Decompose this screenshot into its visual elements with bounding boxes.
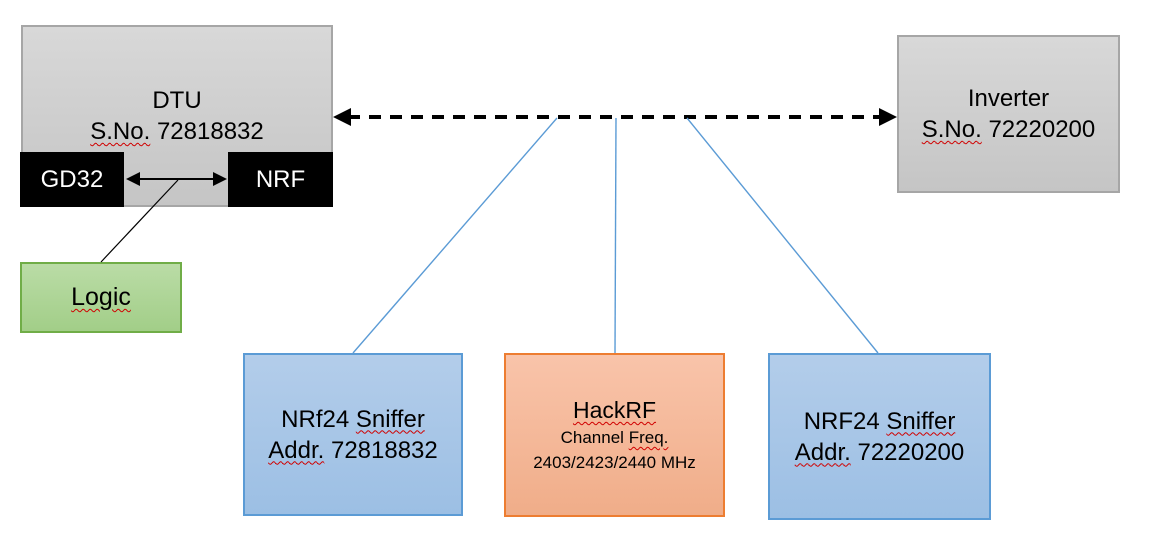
sniffer-right-connector xyxy=(686,117,879,354)
gd32-label: GD32 xyxy=(40,166,104,193)
hackrf-box: HackRF Channel Freq. 2403/2423/2440 MHz xyxy=(504,353,725,517)
nrf24-sniffer-right-box: NRF24 Sniffer Addr. 72220200 xyxy=(768,353,991,520)
sniffer-right-addr-number: 72220200 xyxy=(850,438,965,466)
hackrf-freq-word: Freq. xyxy=(628,428,669,447)
dtu-inverter-dashed-arrow xyxy=(333,108,897,126)
dtu-serial-label: S.No. xyxy=(90,118,151,145)
sniffer-right-name-prefix: NRF24 xyxy=(803,407,887,435)
nrf24-sniffer-left-box: NRf24 Sniffer Addr. 72818832 xyxy=(243,353,463,516)
sniffer-right-name: NRF24 Sniffer xyxy=(804,406,956,437)
sniffer-left-name: NRf24 Sniffer xyxy=(281,404,425,435)
hackrf-connector xyxy=(614,117,617,354)
sniffer-left-connector xyxy=(352,117,558,354)
sniffer-left-name-word: Sniffer xyxy=(355,405,425,433)
nrf-label: NRF xyxy=(255,166,306,193)
sniffer-right-addr: Addr. 72220200 xyxy=(795,437,965,468)
hackrf-freq-prefix: Channel xyxy=(560,428,629,447)
inverter-serial-number: 72220200 xyxy=(981,116,1096,143)
dtu-serial-number: 72818832 xyxy=(150,118,264,145)
dtu-title: DTU xyxy=(152,87,202,114)
hackrf-title: HackRF xyxy=(572,397,657,423)
inverter-serial: S.No. 72220200 xyxy=(922,114,1095,145)
sniffer-left-addr-number: 72818832 xyxy=(324,436,438,464)
hackrf-channel-freq: Channel Freq. xyxy=(561,425,669,450)
logic-box: Logic xyxy=(20,262,182,333)
dtu-serial: S.No. 72818832 xyxy=(90,116,263,147)
nrf-box: NRF xyxy=(228,152,333,207)
sniffer-right-addr-label: Addr. xyxy=(794,438,851,466)
inverter-box: Inverter S.No. 72220200 xyxy=(897,35,1120,193)
sniffer-right-name-word: Sniffer xyxy=(886,407,956,435)
sniffer-left-addr-label: Addr. xyxy=(268,436,325,464)
sniffer-left-name-prefix: NRf24 xyxy=(281,405,356,433)
gd32-box: GD32 xyxy=(20,152,124,207)
logic-label: Logic xyxy=(71,283,131,311)
inverter-title: Inverter xyxy=(967,85,1050,112)
hackrf-frequencies: 2403/2423/2440 MHz xyxy=(533,453,696,472)
inverter-serial-label: S.No. xyxy=(921,116,982,143)
sniffer-left-addr: Addr. 72818832 xyxy=(268,435,438,466)
